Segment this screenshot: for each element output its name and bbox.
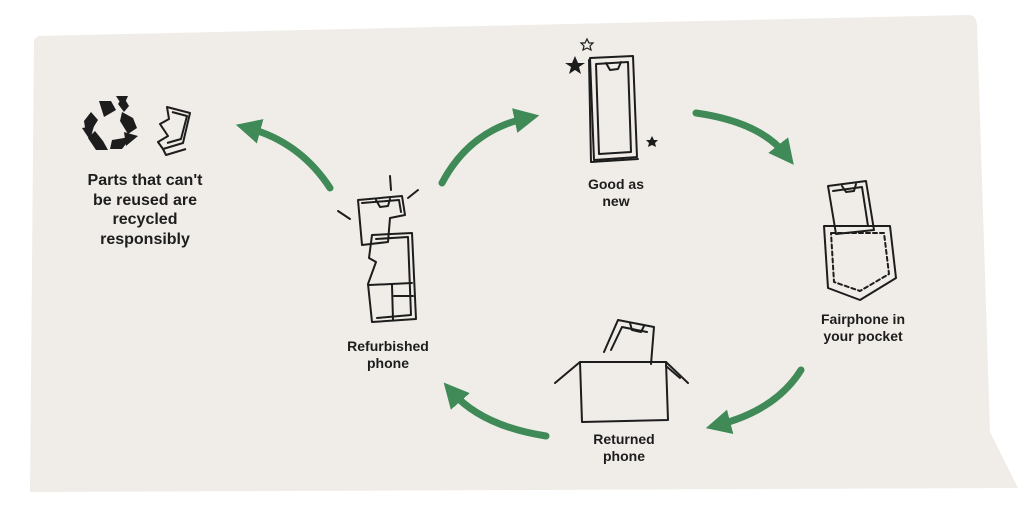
label-line: phone [367, 355, 409, 372]
broken-phone-icon [337, 175, 419, 323]
arrow-to-recycled [235, 119, 334, 192]
label-line: Returned [593, 431, 655, 447]
arrow-to-pocket [692, 109, 794, 165]
recycled-step-label: Parts that can't be reused are recycled … [60, 171, 230, 249]
background-panel [30, 15, 1018, 492]
label-line: be reused are [92, 191, 198, 209]
recycle-icon [82, 96, 138, 150]
arrow-to-good-as-new [438, 108, 540, 187]
refurbished-step-label: Refurbished phone [322, 338, 454, 372]
label-line: your pocket [823, 328, 903, 345]
label-line: Good as [587, 176, 644, 192]
star-icon [565, 37, 658, 147]
label-line: recycled [112, 211, 178, 229]
returned-step-label: Returned phone [560, 431, 688, 465]
label-line: Parts that can't [87, 172, 203, 189]
label-line: phone [603, 448, 645, 465]
good-as-new-step-label: Good as new [560, 176, 672, 210]
phone-icon [588, 55, 639, 163]
pocket-icon [823, 180, 897, 301]
label-line: responsibly [100, 230, 190, 248]
arrow-to-refurbished [443, 382, 550, 440]
box-icon [554, 319, 689, 423]
broken-part-icon [157, 106, 191, 156]
label-line: new [602, 193, 630, 210]
in-pocket-step-label: Fairphone in your pocket [800, 311, 926, 345]
label-line: Fairphone in [821, 311, 905, 327]
arrow-to-returned [705, 366, 805, 435]
label-line: Refurbished [347, 338, 429, 354]
